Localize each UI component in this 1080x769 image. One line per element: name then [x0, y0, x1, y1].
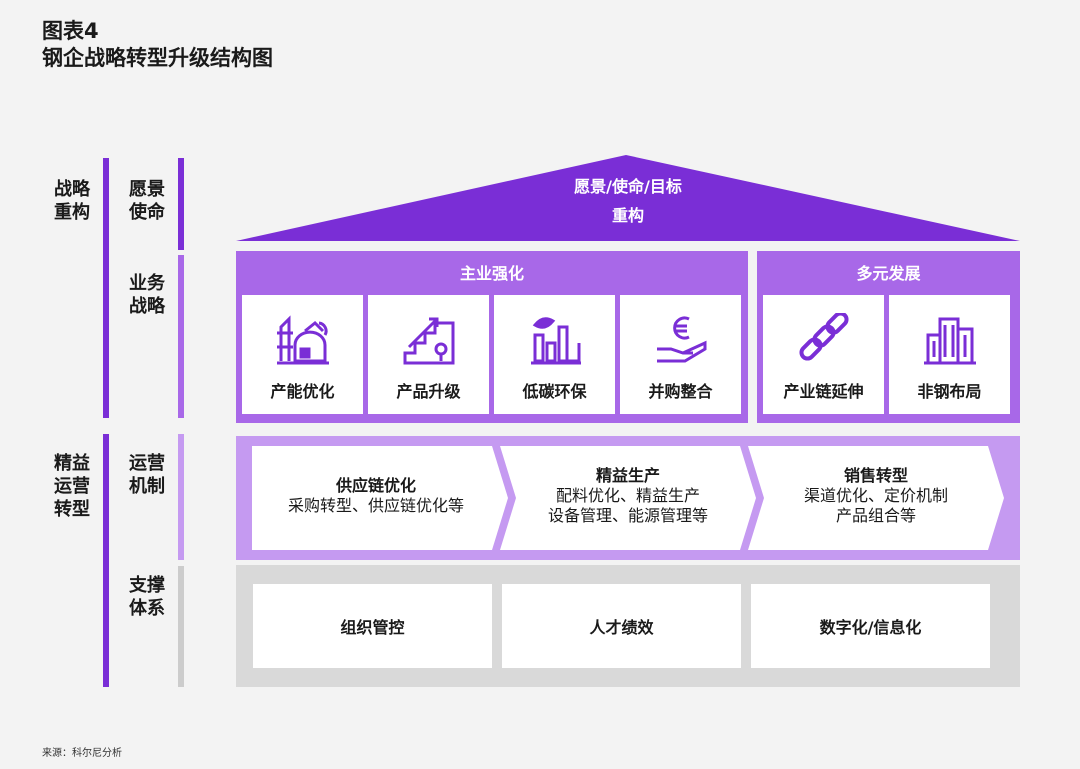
- card-label: 产品升级: [396, 382, 461, 401]
- bar-support: [178, 566, 184, 687]
- card-chain-extension: 产业链延伸: [763, 295, 884, 414]
- ops-desc: 设备管理、能源管理等: [547, 506, 708, 525]
- bar-business: [178, 255, 184, 418]
- panel-support: 组织管控 人才绩效 数字化/信息化: [236, 565, 1020, 687]
- ops-sales-transform: 销售转型 渠道优化、定价机制 产品组合等: [764, 466, 988, 526]
- ops-desc: 产品组合等: [835, 506, 916, 525]
- card-label: 非钢布局: [917, 382, 982, 401]
- label-lean-ops-transform: 精益 运营 转型: [54, 453, 90, 520]
- support-org-control: 组织管控: [253, 584, 492, 668]
- source-note: 来源：科尔尼分析: [42, 748, 122, 759]
- card-mergers-integration: 并购整合: [620, 295, 741, 414]
- panel-operations: 供应链优化 采购转型、供应链优化等 精益生产 配料优化、精益生产 设备管理、能源…: [236, 436, 1020, 560]
- bar-strategy: [103, 158, 109, 418]
- roof-line-1: 愿景/使命/目标: [574, 177, 682, 196]
- card-capacity-optimization: 产能优化: [242, 295, 363, 414]
- ops-lean-production: 精益生产 配料优化、精益生产 设备管理、能源管理等: [516, 466, 740, 526]
- figure-title: 钢企战略转型升级结构图: [42, 46, 273, 70]
- label-business-strategy: 业务 战略: [129, 273, 165, 317]
- operations-chevrons: [252, 446, 1004, 550]
- euro-hand-icon: [656, 316, 706, 363]
- chain-link-icon: [798, 313, 849, 361]
- card-label: 产业链延伸: [783, 382, 864, 401]
- label-vision-mission: 愿景 使命: [129, 179, 165, 223]
- ops-title: 精益生产: [595, 466, 660, 485]
- support-digitalization: 数字化/信息化: [751, 584, 990, 668]
- green-factory-icon: [530, 317, 581, 365]
- factory-icon: [276, 315, 329, 365]
- ops-supply-chain: 供应链优化 采购转型、供应链优化等: [260, 476, 492, 516]
- chevron-lean-production: [500, 446, 756, 550]
- chevron-supply-chain: [252, 446, 508, 550]
- card-label: 低碳环保: [522, 382, 587, 401]
- panel-title: 多元发展: [856, 264, 921, 283]
- ops-title: 销售转型: [843, 466, 908, 485]
- ops-desc: 渠道优化、定价机制: [803, 486, 948, 505]
- roof-line-2: 重构: [611, 206, 644, 225]
- figure-label: 图表4: [42, 19, 99, 43]
- support-talent-performance: 人才绩效: [502, 584, 741, 668]
- chevron-sales-transform: [748, 446, 1004, 550]
- ops-title: 供应链优化: [335, 476, 416, 495]
- vision-roof: [236, 155, 1020, 241]
- panel-title: 主业强化: [459, 264, 524, 283]
- label-operations-mechanism: 运营 机制: [129, 453, 165, 497]
- bar-vision: [178, 158, 184, 250]
- card-label: 并购整合: [648, 382, 713, 401]
- panel-diversified: 多元发展 产业链延伸 非钢布局: [757, 251, 1020, 423]
- card-non-steel: 非钢布局: [889, 295, 1010, 414]
- panel-main-business: 主业强化 产能优化 产品升级: [236, 251, 748, 423]
- card-low-carbon: 低碳环保: [494, 295, 615, 414]
- bar-operations: [178, 434, 184, 560]
- ops-desc: 配料优化、精益生产: [555, 486, 700, 505]
- card-label: 产能优化: [270, 382, 335, 401]
- bar-lean: [103, 434, 109, 687]
- label-support-system: 支撑 体系: [129, 575, 165, 619]
- card-product-upgrade: 产品升级: [368, 295, 489, 414]
- label-strategy-restructure: 战略 重构: [54, 179, 90, 223]
- ops-desc: 采购转型、供应链优化等: [287, 496, 464, 515]
- stairs-growth-icon: [403, 317, 454, 365]
- buildings-icon: [923, 317, 976, 365]
